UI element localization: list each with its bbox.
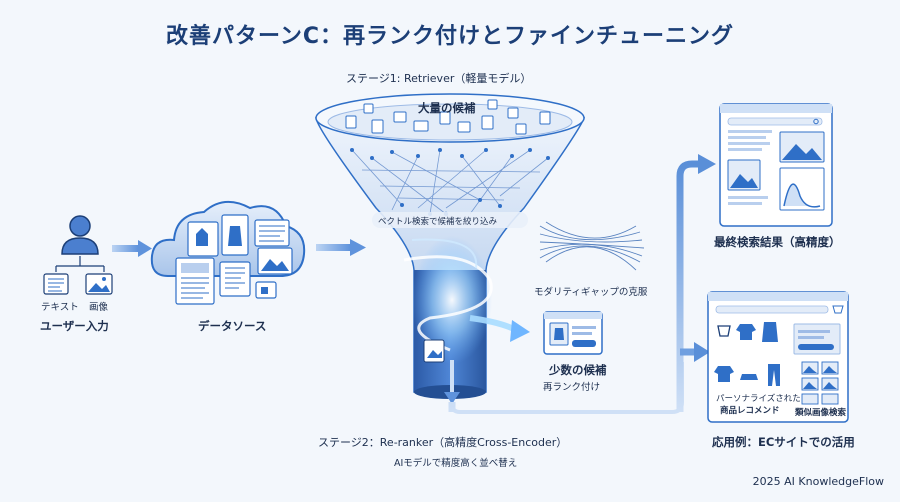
ec-usecase-label: 応用例：ECサイトでの活用 xyxy=(712,435,855,449)
arrow-to-final-results xyxy=(448,154,716,412)
text-doc-icon xyxy=(43,273,69,295)
final-results-label: 最終検索結果（高精度） xyxy=(714,235,841,249)
final-results-window xyxy=(719,103,833,227)
few-candidates-title: 少数の候補 xyxy=(549,363,607,377)
arrow-funnel-to-few xyxy=(469,315,530,342)
recommend-line1: パーソナライズされた xyxy=(716,394,801,404)
ec-window xyxy=(707,291,849,423)
rerank-sub-label: 再ランク付け xyxy=(543,382,601,393)
arrow-datasource-to-funnel xyxy=(316,239,366,256)
stage2-sub-label: AIモデルで精度高く並べ替え xyxy=(394,458,518,469)
arrow-to-ec xyxy=(680,342,710,362)
datasource-label: データソース xyxy=(198,319,267,333)
stage1-label: ステージ1: Retriever（軽量モデル） xyxy=(346,72,532,85)
arrow-user-to-datasource xyxy=(112,240,152,257)
many-candidates-label: 大量の候補 xyxy=(418,101,476,115)
page-title: 改善パターンC：再ランク付けとファインチューニング xyxy=(165,24,735,49)
funnel xyxy=(315,93,586,399)
input-image-label: 画像 xyxy=(89,302,109,313)
modality-gap-label: モダリティギャップの克服 xyxy=(534,287,648,298)
similar-search-label: 類似画像検索 xyxy=(795,408,847,418)
input-text-label: テキスト xyxy=(41,302,79,313)
datasource-cloud-icon xyxy=(150,201,306,305)
stage2-label: ステージ2：Re-ranker（高精度Cross-Encoder） xyxy=(318,436,568,449)
footer-credit: 2025 AI KnowledgeFlow xyxy=(752,475,884,488)
image-doc-icon xyxy=(85,273,113,295)
vector-search-label: ベクトル検索で候補を絞り込み xyxy=(378,217,498,227)
few-candidates-card xyxy=(543,311,603,355)
arrow-down-from-tube xyxy=(444,392,460,404)
recommend-line2: 商品レコメンド xyxy=(720,406,780,416)
user-icon xyxy=(55,215,105,272)
modality-fiber-lines xyxy=(539,221,645,271)
user-input-label: ユーザー入力 xyxy=(40,319,109,333)
